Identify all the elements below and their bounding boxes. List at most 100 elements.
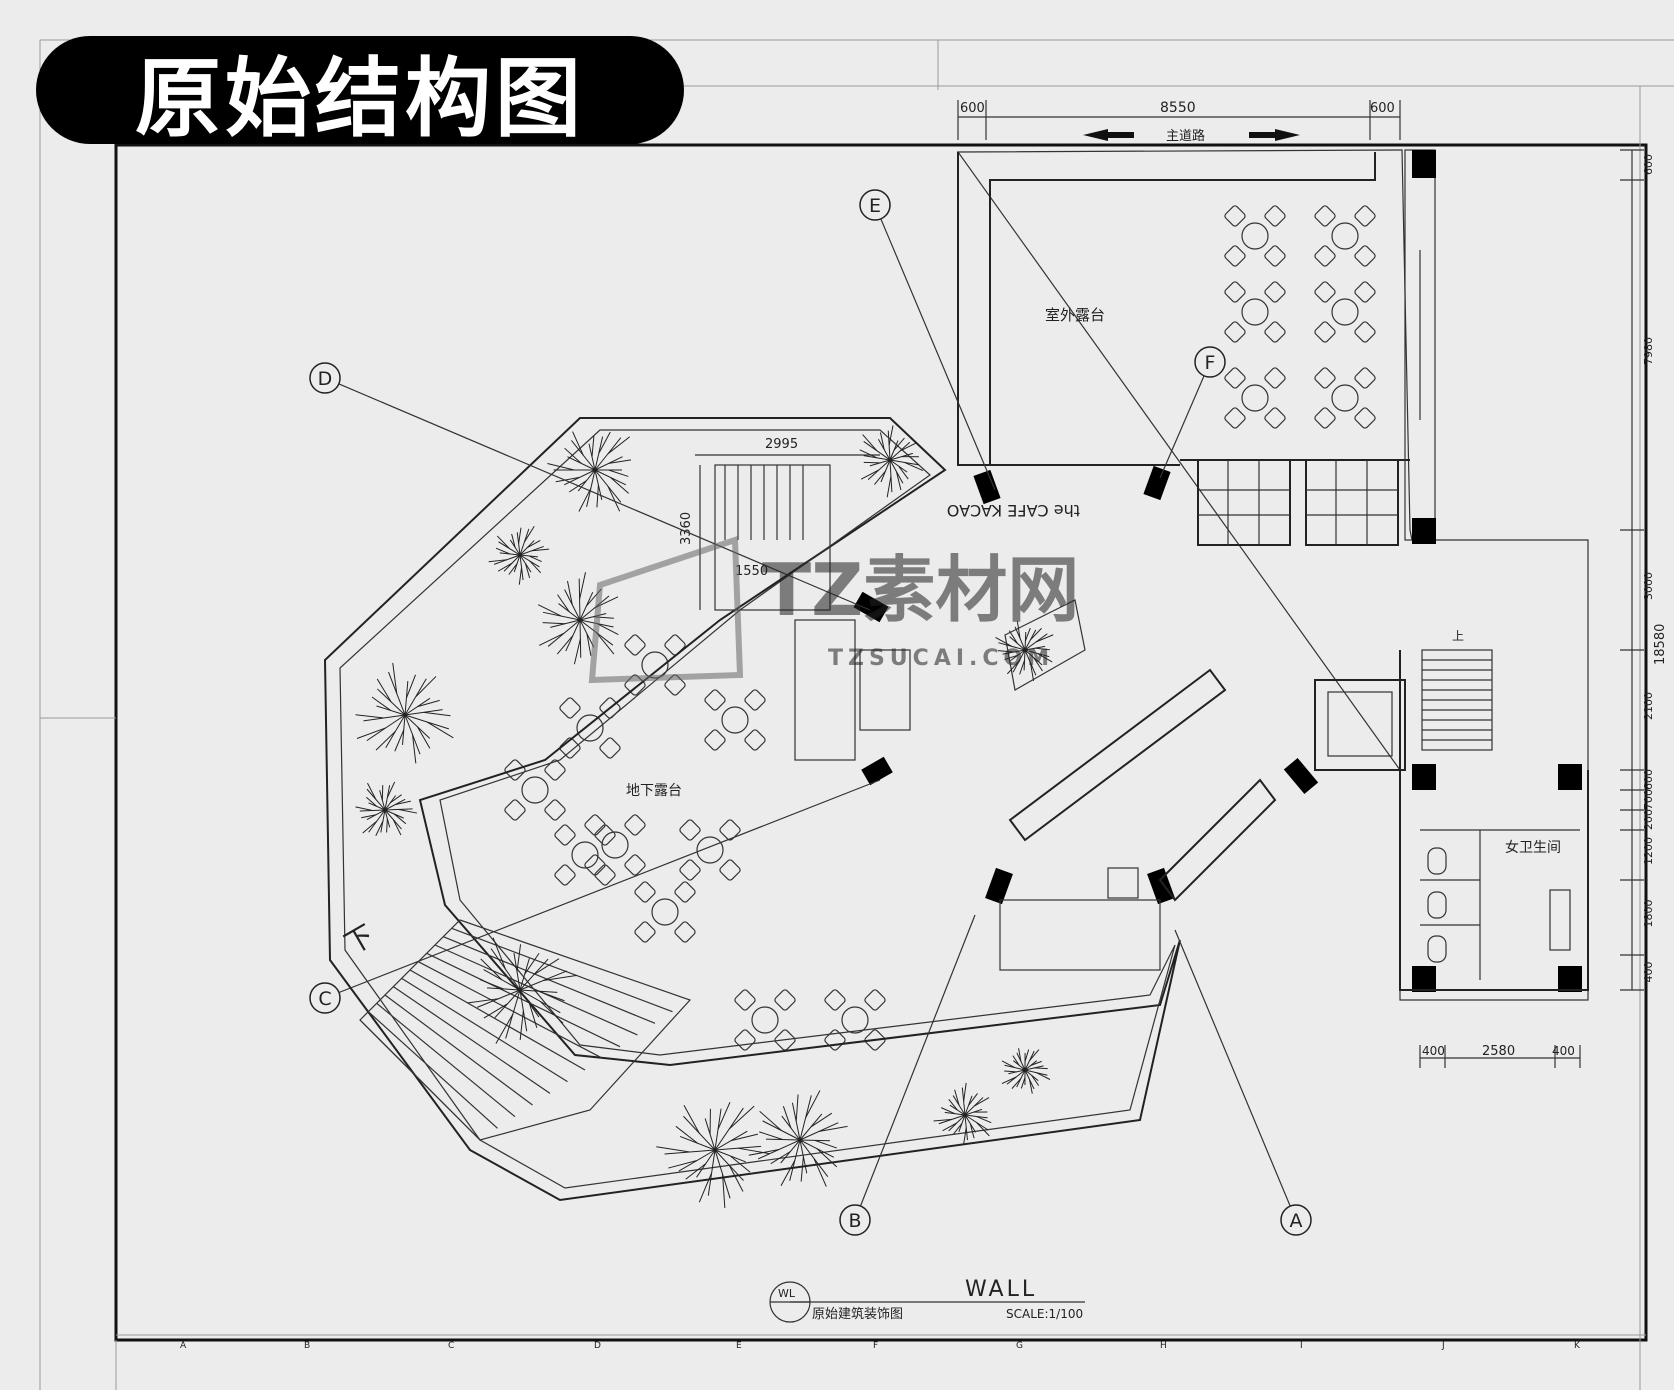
tree-icon [488,526,550,585]
drawing-scale: SCALE:1/100 [1006,1307,1083,1321]
drawing-border [114,143,1648,1342]
booths [1197,459,1399,546]
grid-letter: H [1160,1341,1167,1351]
grid-letter: A [180,1341,187,1351]
dim-top-mid: 8550 [1160,100,1196,116]
title-block: WL WALL 原始建筑装饰图 SCALE:1/100 [769,1277,1085,1323]
structural-columns [853,150,1582,992]
title-banner: 原始结构图 [36,36,684,149]
restroom-dimensions: 400 2580 400 [1419,1044,1581,1068]
dim-top-left: 600 [960,101,985,116]
table-set [554,824,616,886]
basement-terrace-label: 地下露台 [626,783,682,799]
table-set [704,689,766,751]
basement-terrace: 地下露台 [323,417,1181,1202]
svg-text:E: E [869,195,881,217]
dim-rest-left: 400 [1422,1044,1445,1058]
dim-stair-landing: 1550 [735,564,768,579]
svg-text:B: B [848,1210,861,1232]
tree-icon [547,431,632,512]
table-set [1314,281,1376,343]
dim-rest-right: 400 [1552,1044,1575,1058]
elevation-marker-b: B [839,914,976,1236]
svg-text:D: D [318,368,333,390]
top-dimensions: 600 8550 600 主道路 [957,100,1401,144]
tree-icon [1001,1048,1051,1094]
table-set [624,634,686,696]
grid-letter: F [873,1341,878,1351]
grid-letter: K [1574,1341,1581,1351]
wall-title: WALL [965,1277,1037,1302]
grid-letter: E [736,1341,742,1351]
table-set [1314,205,1376,267]
restroom-label: 女卫生间 [1505,839,1561,856]
table-set [1224,205,1286,267]
dim-right: 600 [1642,769,1655,790]
dim-stair-depth: 3360 [679,512,694,545]
table-set [824,989,886,1051]
grid-letter: J [1441,1341,1445,1351]
table-set [1314,367,1376,429]
tree-icon [355,781,418,836]
banner-title: 原始结构图 [135,48,585,149]
grid-letter: B [304,1341,310,1351]
table-set [634,881,696,943]
watermark-sub: TZSUCAI.COM [828,646,1054,671]
arrow-left-icon [1083,129,1134,141]
restroom-block: 女卫生间 上 [1314,629,1589,991]
tree-icon [537,572,619,665]
title-code: WL [778,1287,796,1300]
dim-right: 3000 [1642,572,1655,600]
table-set [1224,367,1286,429]
table-set [504,759,566,821]
svg-text:C: C [318,988,331,1010]
dim-right: 400 [1642,962,1655,983]
cafe-sign: the CAFE KACAO [947,501,1080,520]
svg-text:A: A [1290,1210,1303,1232]
tree-symbols [355,425,1054,1209]
dim-right: 1200 [1642,837,1655,865]
dim-stair-width: 2995 [765,437,798,452]
table-set [679,819,741,881]
grid-letter: C [448,1341,454,1351]
tree-icon [859,425,924,498]
dim-right: 700 [1642,789,1655,810]
dim-rest-mid: 2580 [1482,1044,1515,1059]
svg-text:F: F [1205,352,1216,374]
tree-icon [467,937,578,1044]
dim-right: 200 [1642,809,1655,830]
dim-right: 2100 [1642,692,1655,720]
tree-icon [355,662,454,764]
outdoor-terrace-label: 室外露台 [1045,306,1105,324]
tree-icon [995,621,1054,681]
drawing-name: 原始建筑装饰图 [812,1306,903,1322]
dim-right: 7980 [1642,337,1655,365]
tree-icon [656,1102,770,1209]
tree-icon [933,1082,992,1145]
stairs-up-label: 上 [1452,629,1464,643]
dim-right: 1800 [1642,900,1655,928]
grid-letter: I [1300,1341,1303,1351]
elevation-marker-a: A [1174,929,1312,1236]
dim-right-total: 18580 [1653,624,1668,665]
elevation-marker-f: F [1159,346,1226,479]
table-sets [504,205,1376,1051]
main-road-label: 主道路 [1166,128,1205,144]
elevation-marker-d: D [309,362,871,611]
right-dimensions: 18580 6007980300021006007002001200180040… [1620,149,1668,991]
table-set [1224,281,1286,343]
watermark: TZ素材网 TZSUCAI.COM [588,535,1079,684]
dim-right: 600 [1642,154,1655,175]
elevation-markers: A B C D E F [309,189,1312,1236]
table-set [584,814,646,876]
stairs: 下 2995 3360 1550 [339,437,880,1141]
bar-counter [794,599,1277,971]
elevation-marker-e: E [859,189,996,491]
table-set [734,989,796,1051]
elevation-marker-c: C [309,779,881,1014]
dim-top-right: 600 [1370,101,1395,116]
grid-letter: D [594,1341,601,1351]
tree-icon [748,1090,848,1187]
